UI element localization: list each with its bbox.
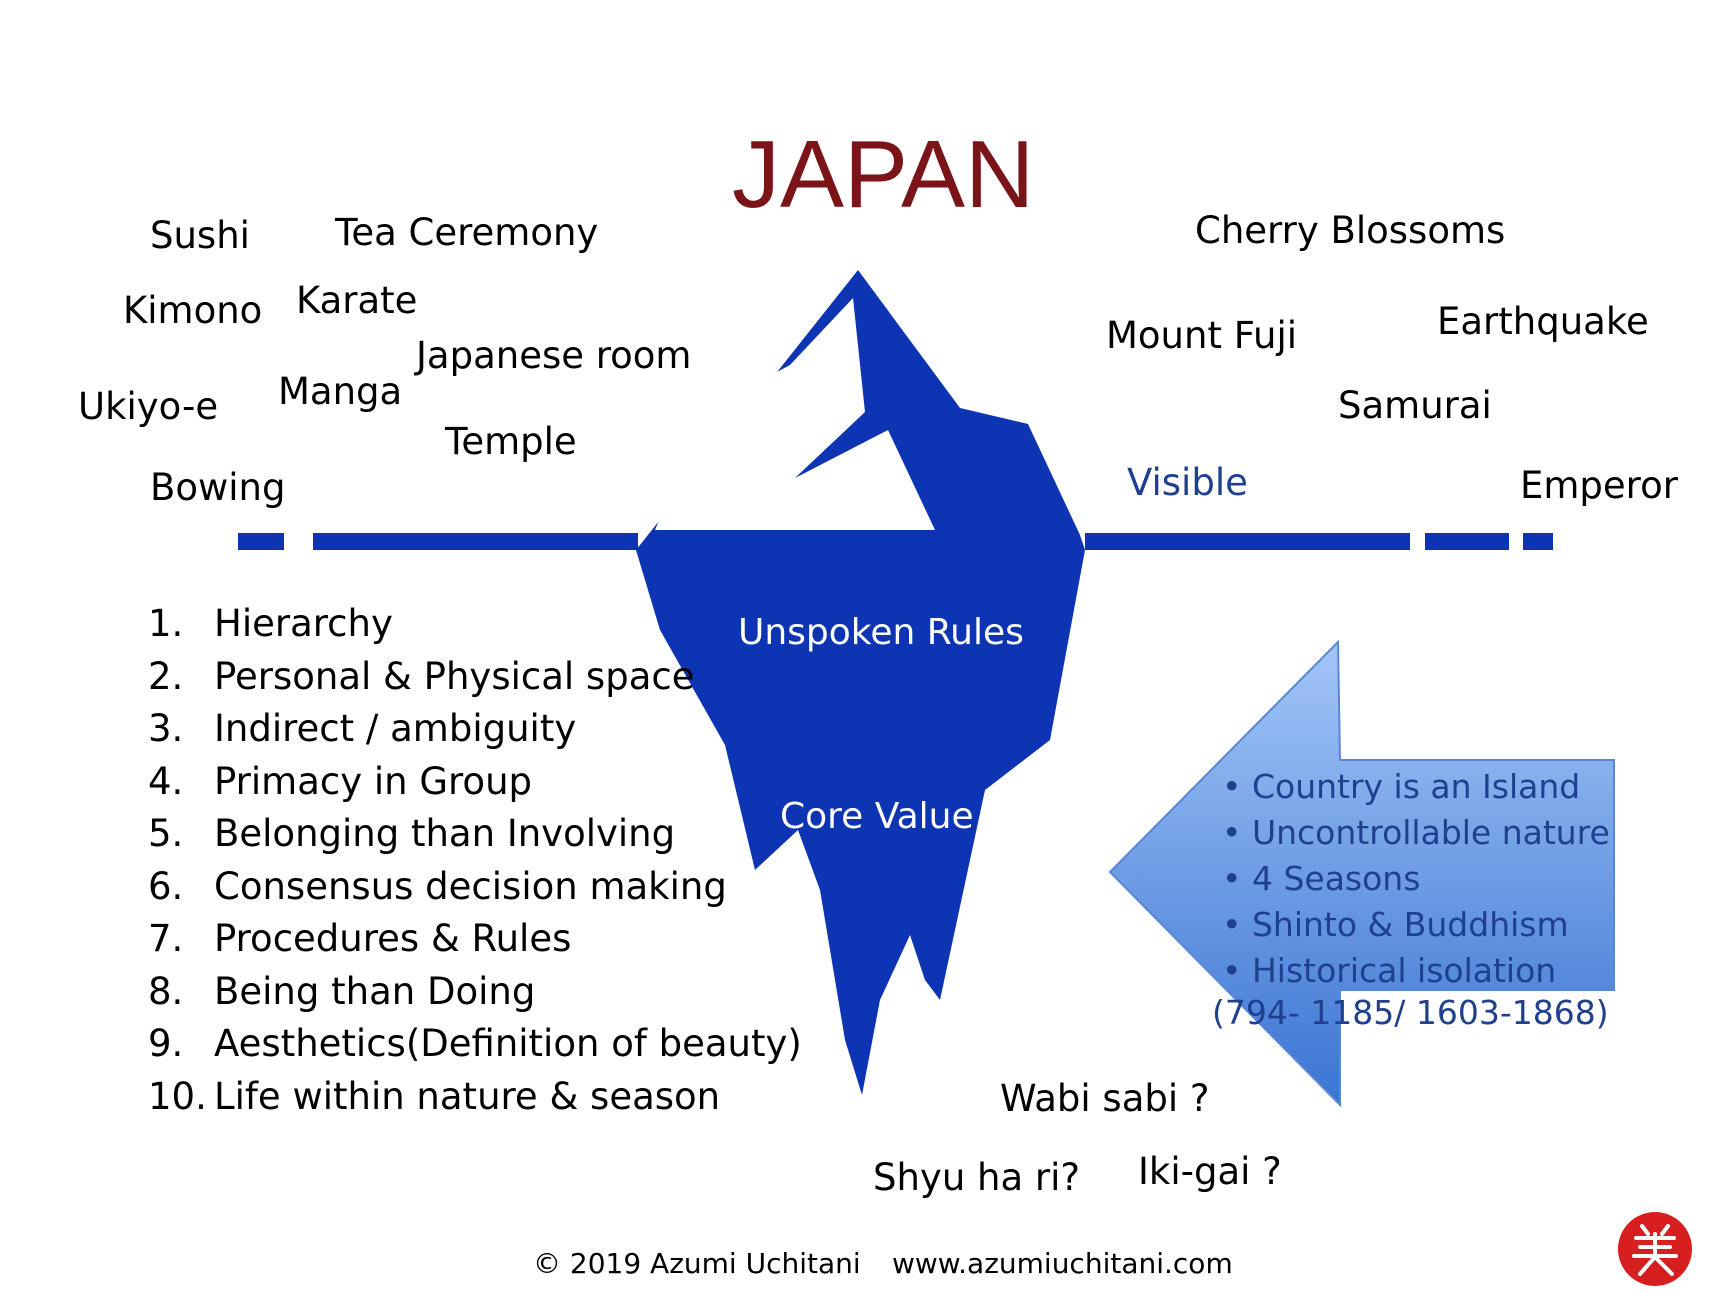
list-number: 3. [148, 707, 184, 750]
footer-website: www.azumiuchitani.com [892, 1247, 1233, 1280]
reason-text: 4 Seasons [1251, 859, 1421, 898]
list-item: 1. Hierarchy [148, 598, 802, 651]
visible-item-mount-fuji: Mount Fuji [1106, 314, 1297, 357]
logo-mark-icon [1632, 1224, 1678, 1276]
list-number: 5. [148, 812, 184, 855]
deep-concept-iki-gai: Iki-gai ? [1138, 1150, 1282, 1193]
visible-item-tea-ceremony: Tea Ceremony [335, 211, 599, 254]
page-title: JAPAN [732, 121, 1035, 228]
visible-item-earthquake: Earthquake [1437, 300, 1649, 343]
logo-stamp [1618, 1212, 1692, 1286]
list-text: Primacy in Group [214, 759, 533, 803]
water-line [238, 533, 1553, 550]
deep-concept-shyu-ha-ri: Shyu ha ri? [873, 1156, 1081, 1199]
list-item: • 4 Seasons [1222, 859, 1421, 898]
reason-text: Shinto & Buddhism [1251, 905, 1569, 944]
deep-concept-wabi-sabi: Wabi sabi ? [1000, 1077, 1210, 1120]
reasons-list: • Country is an Island • Uncontrollable … [1222, 764, 1610, 994]
unspoken-rules-label: Unspoken Rules [738, 612, 1024, 653]
list-item: 8. Being than Doing [148, 966, 802, 1019]
visible-item-bowing: Bowing [150, 466, 286, 509]
footer-copyright: © 2019 Azumi Uchitani [533, 1247, 861, 1280]
list-number: 10. [148, 1074, 207, 1118]
list-number: 7. [148, 917, 184, 960]
list-text: Life within nature & season [214, 1074, 721, 1118]
list-text: Belonging than Involving [214, 812, 676, 855]
list-number: 9. [148, 1022, 184, 1065]
core-value-label: Core Value [780, 796, 974, 837]
reason-text: Uncontrollable nature [1251, 813, 1610, 852]
list-text: Hierarchy [214, 602, 393, 645]
iceberg-snow [655, 298, 935, 530]
list-text: Being than Doing [214, 969, 536, 1013]
reason-text: Country is an Island [1251, 767, 1581, 806]
visible-item-ukiyo-e: Ukiyo-e [78, 385, 219, 428]
isolation-years: (794- 1185/ 1603-1868) [1212, 993, 1609, 1032]
rules-list: 1.Hierarchy 2.Personal & Physical space … [148, 598, 802, 1123]
visible-item-karate: Karate [296, 279, 418, 322]
visible-item-cherry-blossoms: Cherry Blossoms [1195, 209, 1506, 252]
list-text: Personal & Physical space [214, 654, 695, 698]
visible-label: Visible [1127, 461, 1248, 504]
list-number: 4. [148, 759, 184, 803]
list-item: 5. Belonging than Involving [148, 808, 802, 861]
list-item: 10.Life within nature & season [148, 1071, 802, 1124]
list-item: 9. Aesthetics(Definition of beauty) [148, 1018, 802, 1071]
list-text: Indirect / ambiguity [214, 707, 577, 750]
visible-item-kimono: Kimono [123, 289, 263, 332]
list-number: 1. [148, 602, 184, 645]
list-item: • Uncontrollable nature [1222, 813, 1610, 852]
list-item: 3. Indirect / ambiguity [148, 703, 802, 756]
list-text: Consensus decision making [214, 864, 727, 908]
iceberg [636, 270, 1085, 1095]
list-text: Aesthetics(Definition of beauty) [214, 1022, 802, 1065]
visible-item-emperor: Emperor [1520, 464, 1678, 507]
visible-item-sushi: Sushi [150, 214, 250, 257]
list-item: • Country is an Island [1222, 767, 1581, 806]
reasons-arrow [1108, 639, 1615, 1108]
list-item: • Shinto & Buddhism [1222, 905, 1569, 944]
reason-text: Historical isolation [1251, 951, 1557, 990]
list-item: 2. Personal & Physical space [148, 651, 802, 704]
visible-item-manga: Manga [278, 370, 403, 413]
list-item: 6. Consensus decision making [148, 861, 802, 914]
list-text: Procedures & Rules [214, 917, 572, 960]
visible-item-temple: Temple [445, 420, 577, 463]
list-number: 8. [148, 969, 184, 1013]
list-item: • Historical isolation [1222, 951, 1557, 990]
list-item: 4. Primacy in Group [148, 756, 802, 809]
visible-item-samurai: Samurai [1338, 384, 1492, 427]
list-number: 6. [148, 864, 184, 908]
list-item: 7. Procedures & Rules [148, 913, 802, 966]
visible-item-japanese-room: Japanese room [416, 334, 692, 377]
list-number: 2. [148, 654, 184, 698]
